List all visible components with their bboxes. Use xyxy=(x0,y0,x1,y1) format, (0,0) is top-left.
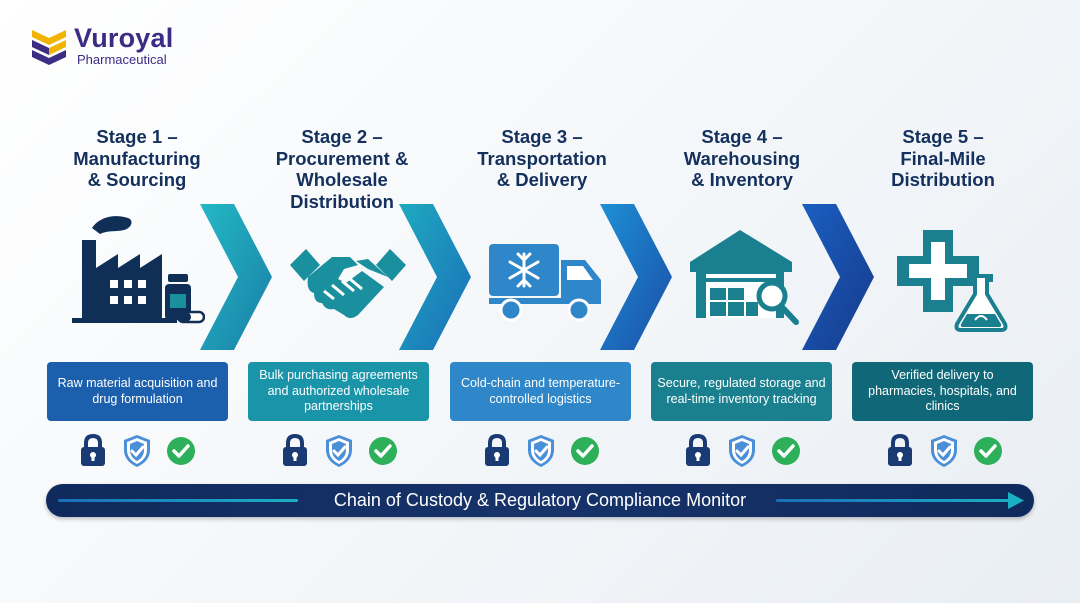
stage-2-title: Stage 2 –Procurement &Wholesale Distribu… xyxy=(242,126,442,212)
monitor-label: Chain of Custody & Regulatory Compliance… xyxy=(333,490,747,510)
lock-icon xyxy=(78,433,108,468)
monitor-arrow-head-icon xyxy=(1008,492,1024,509)
stage-1-description: Raw material acquisition and drug formul… xyxy=(47,362,228,421)
stage-1-title: Stage 1 –Manufacturing& Sourcing xyxy=(37,126,237,191)
flow-arrow-4 xyxy=(802,204,874,350)
check-circle-icon xyxy=(570,434,600,468)
lock-icon xyxy=(482,433,512,468)
lock-icon xyxy=(885,433,915,468)
shield-check-icon xyxy=(324,434,354,468)
shield-check-icon xyxy=(727,434,757,468)
shield-check-icon xyxy=(122,434,152,468)
check-circle-icon xyxy=(166,434,196,468)
stage-1-title-text: Stage 1 –Manufacturing& Sourcing xyxy=(73,126,201,190)
warehouse-search-icon xyxy=(690,230,799,325)
pharmacy-cross-flask-icon xyxy=(897,230,1008,332)
monitor-left-line xyxy=(58,499,298,502)
shield-check-icon xyxy=(526,434,556,468)
stage-4-title: Stage 4 –Warehousing& Inventory xyxy=(642,126,842,191)
check-circle-icon xyxy=(771,434,801,468)
stage-4-description: Secure, regulated storage and real-time … xyxy=(651,362,832,421)
lock-icon xyxy=(683,433,713,468)
flow-arrow-3 xyxy=(600,204,672,350)
factory-icon xyxy=(72,216,205,324)
brand-name: Vuroyal xyxy=(74,23,174,53)
stage-4-title-text: Stage 4 –Warehousing& Inventory xyxy=(683,126,801,190)
stage-3-description: Cold-chain and temperature-controlled lo… xyxy=(450,362,631,421)
stage-2-description: Bulk purchasing agreements and authorize… xyxy=(248,362,429,421)
stage-2-title-text: Stage 2 –Procurement &Wholesale Distribu… xyxy=(275,126,409,212)
lock-icon xyxy=(280,433,310,468)
check-circle-icon xyxy=(368,434,398,468)
refrigerated-truck-icon xyxy=(489,244,601,322)
compliance-monitor-bar: Chain of Custody & Regulatory Compliance… xyxy=(46,484,1034,517)
shield-check-icon xyxy=(929,434,959,468)
brand-logo: Vuroyal Pharmaceutical xyxy=(30,24,173,67)
vuroyal-logo-icon xyxy=(32,29,66,65)
stage-3-title-text: Stage 3 –Transportation& Delivery xyxy=(477,126,607,190)
check-circle-icon xyxy=(973,434,1003,468)
flow-arrow-1 xyxy=(200,204,272,350)
stage-5-description: Verified delivery to pharmacies, hospita… xyxy=(852,362,1033,421)
monitor-right-line xyxy=(776,499,1012,502)
stage-3-title: Stage 3 –Transportation& Delivery xyxy=(442,126,642,191)
brand-subtitle: Pharmaceutical xyxy=(77,52,167,67)
flow-arrow-2 xyxy=(399,204,471,350)
handshake-icon xyxy=(290,249,406,318)
